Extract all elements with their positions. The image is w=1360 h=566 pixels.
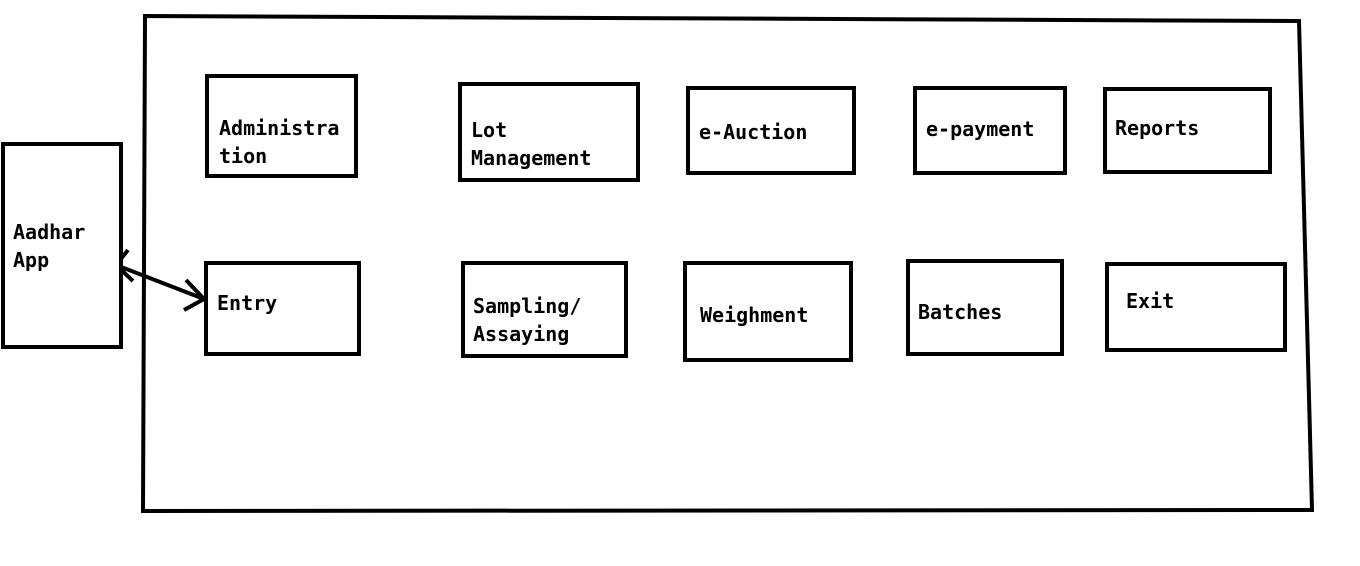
e-auction-box[interactable]: e-Auction	[686, 86, 856, 175]
aadhar-app-label: Aadhar App	[13, 220, 86, 272]
e-payment-label: e-payment	[926, 117, 1035, 141]
sampling-assaying-box[interactable]: Sampling/ Assaying	[461, 261, 628, 358]
reports-box[interactable]: Reports	[1103, 87, 1272, 174]
entry-box[interactable]: Entry	[204, 261, 361, 356]
weighment-label: Weighment	[700, 303, 809, 327]
administration-box[interactable]: Administra tion	[205, 74, 358, 178]
aadhar-app-box[interactable]: Aadhar App	[1, 142, 123, 349]
administration-label: Administra tion	[219, 116, 340, 168]
batches-box[interactable]: Batches	[906, 259, 1064, 356]
lot-management-box[interactable]: Lot Management	[458, 82, 640, 182]
sampling-assaying-label: Sampling/ Assaying	[473, 294, 582, 346]
system-boundary	[140, 13, 1315, 514]
reports-label: Reports	[1115, 116, 1200, 140]
weighment-box[interactable]: Weighment	[683, 261, 853, 362]
e-payment-box[interactable]: e-payment	[913, 86, 1067, 175]
e-auction-label: e-Auction	[699, 120, 808, 144]
lot-management-label: Lot Management	[471, 118, 592, 170]
exit-box[interactable]: Exit	[1105, 262, 1287, 352]
batches-label: Batches	[918, 300, 1003, 324]
exit-label: Exit	[1126, 289, 1175, 313]
aadhar-entry-connector	[115, 263, 205, 301]
entry-label: Entry	[217, 291, 278, 315]
